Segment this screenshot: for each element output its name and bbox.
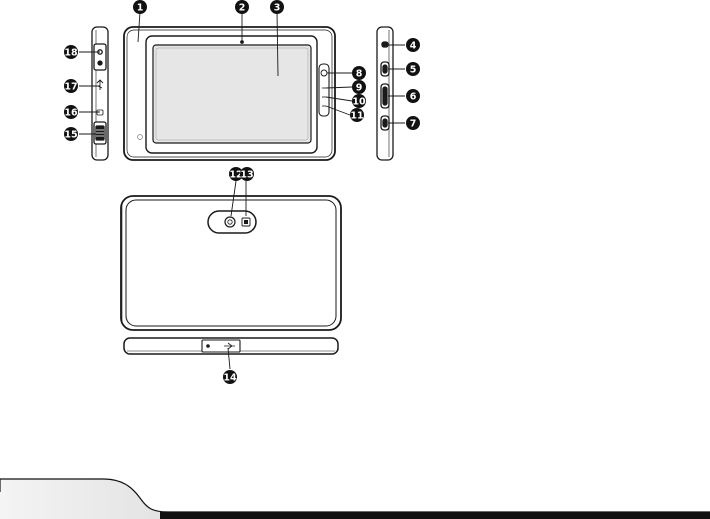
- callout-2: 2: [235, 0, 249, 14]
- button-strip: [319, 64, 329, 116]
- callout-13: 13: [240, 167, 254, 181]
- callout-7: 7: [406, 116, 420, 130]
- right-side-view: [377, 27, 393, 160]
- svg-text:4: 4: [410, 41, 417, 52]
- callout-1: 1: [133, 0, 147, 14]
- callout-10: 10: [352, 94, 366, 108]
- callout-14: 14: [223, 370, 237, 384]
- callout-5: 5: [406, 62, 420, 76]
- svg-text:2: 2: [239, 3, 246, 14]
- callout-3: 3: [270, 0, 284, 14]
- callout-11: 11: [350, 108, 364, 122]
- svg-text:5: 5: [410, 65, 417, 76]
- callout-15: 15: [64, 127, 78, 141]
- svg-text:3: 3: [274, 3, 281, 14]
- svg-text:9: 9: [356, 83, 363, 94]
- footer-bar: [160, 512, 710, 519]
- left-side-view: [92, 27, 108, 160]
- callout-16: 16: [64, 105, 78, 119]
- callout-9: 9: [352, 80, 366, 94]
- callout-6: 6: [406, 89, 420, 103]
- page-footer-band: [0, 479, 710, 519]
- svg-text:14: 14: [223, 373, 237, 384]
- svg-text:1: 1: [137, 3, 144, 14]
- back-view: [121, 196, 341, 330]
- svg-text:16: 16: [64, 108, 78, 119]
- sd-card-icon: [207, 345, 210, 348]
- callout-18: 18: [64, 45, 78, 59]
- svg-text:18: 18: [64, 48, 78, 59]
- svg-text:17: 17: [64, 82, 77, 93]
- front-view: [124, 27, 335, 160]
- front-camera-icon: [241, 41, 244, 44]
- svg-text:10: 10: [352, 97, 366, 108]
- display-screen: [153, 45, 311, 143]
- headphone-jack-icon: [98, 61, 102, 65]
- callout-8: 8: [352, 66, 366, 80]
- reset-hole: [382, 42, 388, 47]
- callout-4: 4: [406, 38, 420, 52]
- svg-text:11: 11: [350, 111, 363, 122]
- svg-text:15: 15: [64, 130, 77, 141]
- callout-17: 17: [64, 79, 78, 93]
- svg-text:8: 8: [356, 69, 363, 80]
- svg-text:6: 6: [410, 92, 417, 103]
- svg-text:13: 13: [240, 170, 253, 181]
- bottom-view: [124, 338, 338, 354]
- svg-text:7: 7: [410, 119, 417, 130]
